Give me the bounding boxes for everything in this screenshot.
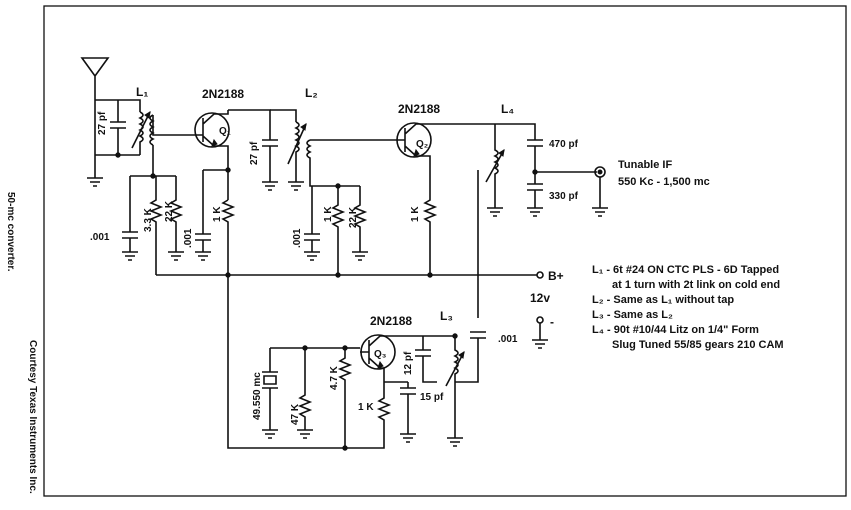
- l2-tank: [262, 109, 395, 191]
- q1-bias-network: [122, 167, 236, 275]
- label-l1: L₁: [136, 85, 148, 99]
- side-credit: Courtesy Texas Instruments Inc.: [27, 340, 38, 494]
- label-c27b: 27 pf: [249, 141, 260, 165]
- label-r47k: 47 K: [290, 403, 301, 425]
- label-c12: 12 pf: [403, 351, 414, 375]
- note-l1-line1: L₁ - 6t #24 ON CTC PLS - 6D Tapped: [592, 264, 779, 276]
- label-r22kb: 22 K: [348, 206, 359, 228]
- label-r47k2: 4.7 K: [329, 365, 340, 390]
- label-c001b: .001: [183, 228, 194, 248]
- note-l2: L₂ - Same as L₁ without tap: [592, 294, 734, 306]
- label-q2-type: 2N2188: [398, 102, 440, 116]
- q2-bias-network: [304, 186, 368, 275]
- note-l3: L₃ - Same as L₂: [592, 309, 673, 321]
- transistor-q2: [395, 122, 495, 275]
- side-caption: 50-mc converter.: [5, 192, 16, 272]
- note-l4-line1: L₄ - 90t #10/44 Litz on 1/4" Form: [592, 324, 759, 336]
- output-label-line2: 550 Kc - 1,500 mc: [618, 176, 710, 188]
- label-c001c: .001: [292, 228, 303, 248]
- label-l4: L₄: [501, 102, 514, 116]
- label-r1kb: 1 K: [323, 206, 334, 222]
- b-plus-rail: [156, 170, 548, 449]
- label-r1kd: 1 K: [358, 402, 374, 413]
- label-q3-type: 2N2188: [370, 314, 412, 328]
- label-volts: 12v: [530, 291, 550, 305]
- label-l2: L₂: [305, 86, 318, 100]
- label-q1: Q₁: [219, 126, 231, 137]
- antenna-symbol: [80, 57, 110, 155]
- frame-border: [43, 5, 847, 497]
- label-r1kc: 1 K: [410, 206, 421, 222]
- label-q2: Q₂: [416, 139, 428, 150]
- label-r33k: 3.3 K: [143, 207, 154, 232]
- label-c001d: .001: [498, 334, 518, 345]
- label-c27a: 27 pf: [97, 111, 108, 135]
- label-r1ka: 1 K: [212, 206, 223, 222]
- label-c330: 330 pf: [549, 191, 579, 202]
- note-l1-line2: at 1 turn with 2t link on cold end: [612, 279, 780, 291]
- l4-output-network: [485, 123, 608, 217]
- oscillator-q3-section: [262, 331, 486, 451]
- label-r22ka: 22 K: [164, 200, 175, 222]
- note-l4-line2: Slug Tuned 55/85 gears 210 CAM: [612, 339, 784, 351]
- label-xtal: 49.550 mc: [252, 372, 263, 420]
- label-q3: Q₃: [374, 349, 387, 360]
- label-c001a: .001: [90, 232, 110, 243]
- label-c470: 470 pf: [549, 139, 579, 150]
- label-c15: 15 pf: [420, 392, 444, 403]
- transistor-q1: [194, 109, 271, 170]
- label-l3: L₃: [440, 309, 453, 323]
- output-label-line1: Tunable IF: [618, 159, 672, 171]
- label-q1-type: 2N2188: [202, 87, 244, 101]
- label-minus: -: [550, 315, 554, 329]
- label-bplus: B+: [548, 269, 564, 283]
- l1-tank: [87, 99, 195, 187]
